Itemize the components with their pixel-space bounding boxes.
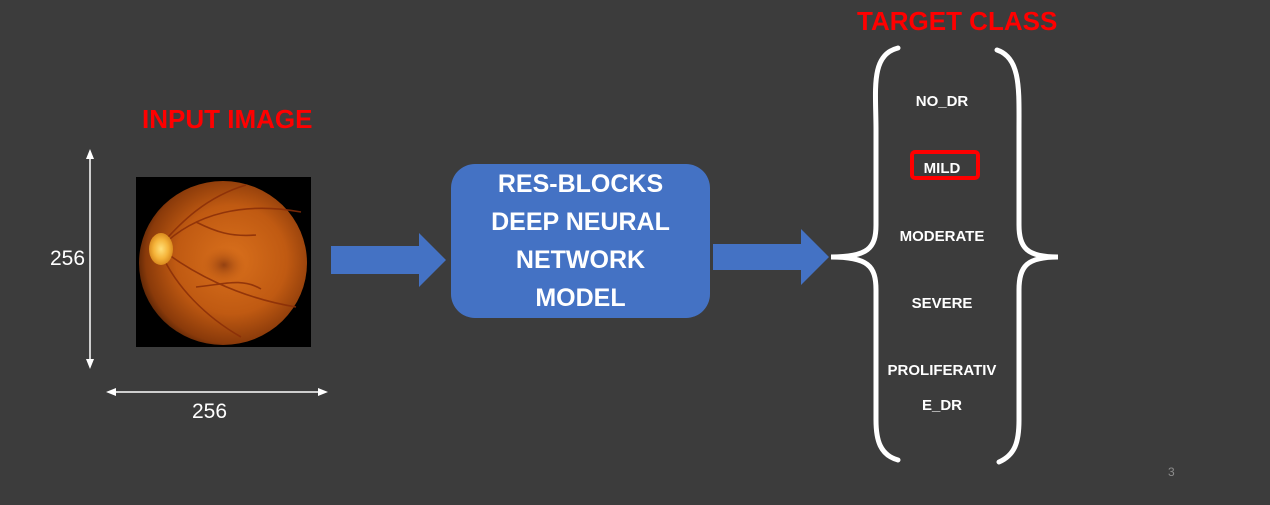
resblock-model-box: RES-BLOCKS DEEP NEURAL NETWORK MODEL xyxy=(451,164,710,318)
class-mild: MILD xyxy=(923,160,961,177)
model-to-classes-arrow xyxy=(713,229,829,285)
left-brace xyxy=(830,45,901,463)
model-line-4: MODEL xyxy=(535,284,626,312)
slide-page-number: 3 xyxy=(1168,465,1175,479)
model-line-1: RES-BLOCKS xyxy=(497,170,664,198)
height-label: 256 xyxy=(50,247,86,270)
retina-fundus-image xyxy=(136,177,311,347)
class-severe: SEVERE xyxy=(911,295,973,312)
input-image-title: INPUT IMAGE xyxy=(142,104,313,134)
width-dimension-arrow xyxy=(106,388,328,396)
class-moderate: MODERATE xyxy=(899,228,985,245)
class-no-dr: NO_DR xyxy=(915,93,969,110)
model-line-2: DEEP NEURAL xyxy=(491,208,670,236)
width-label: 256 xyxy=(192,400,228,423)
height-dimension-arrow xyxy=(86,149,94,369)
model-line-3: NETWORK xyxy=(515,246,646,274)
right-brace xyxy=(994,47,1059,465)
target-class-title: TARGET CLASS xyxy=(857,6,1058,36)
class-proliferative-line2: E_DR xyxy=(921,397,962,414)
class-proliferative-line1: PROLIFERATIV xyxy=(887,362,997,379)
highlight-box-mild xyxy=(910,150,980,180)
input-to-model-arrow xyxy=(331,233,446,287)
